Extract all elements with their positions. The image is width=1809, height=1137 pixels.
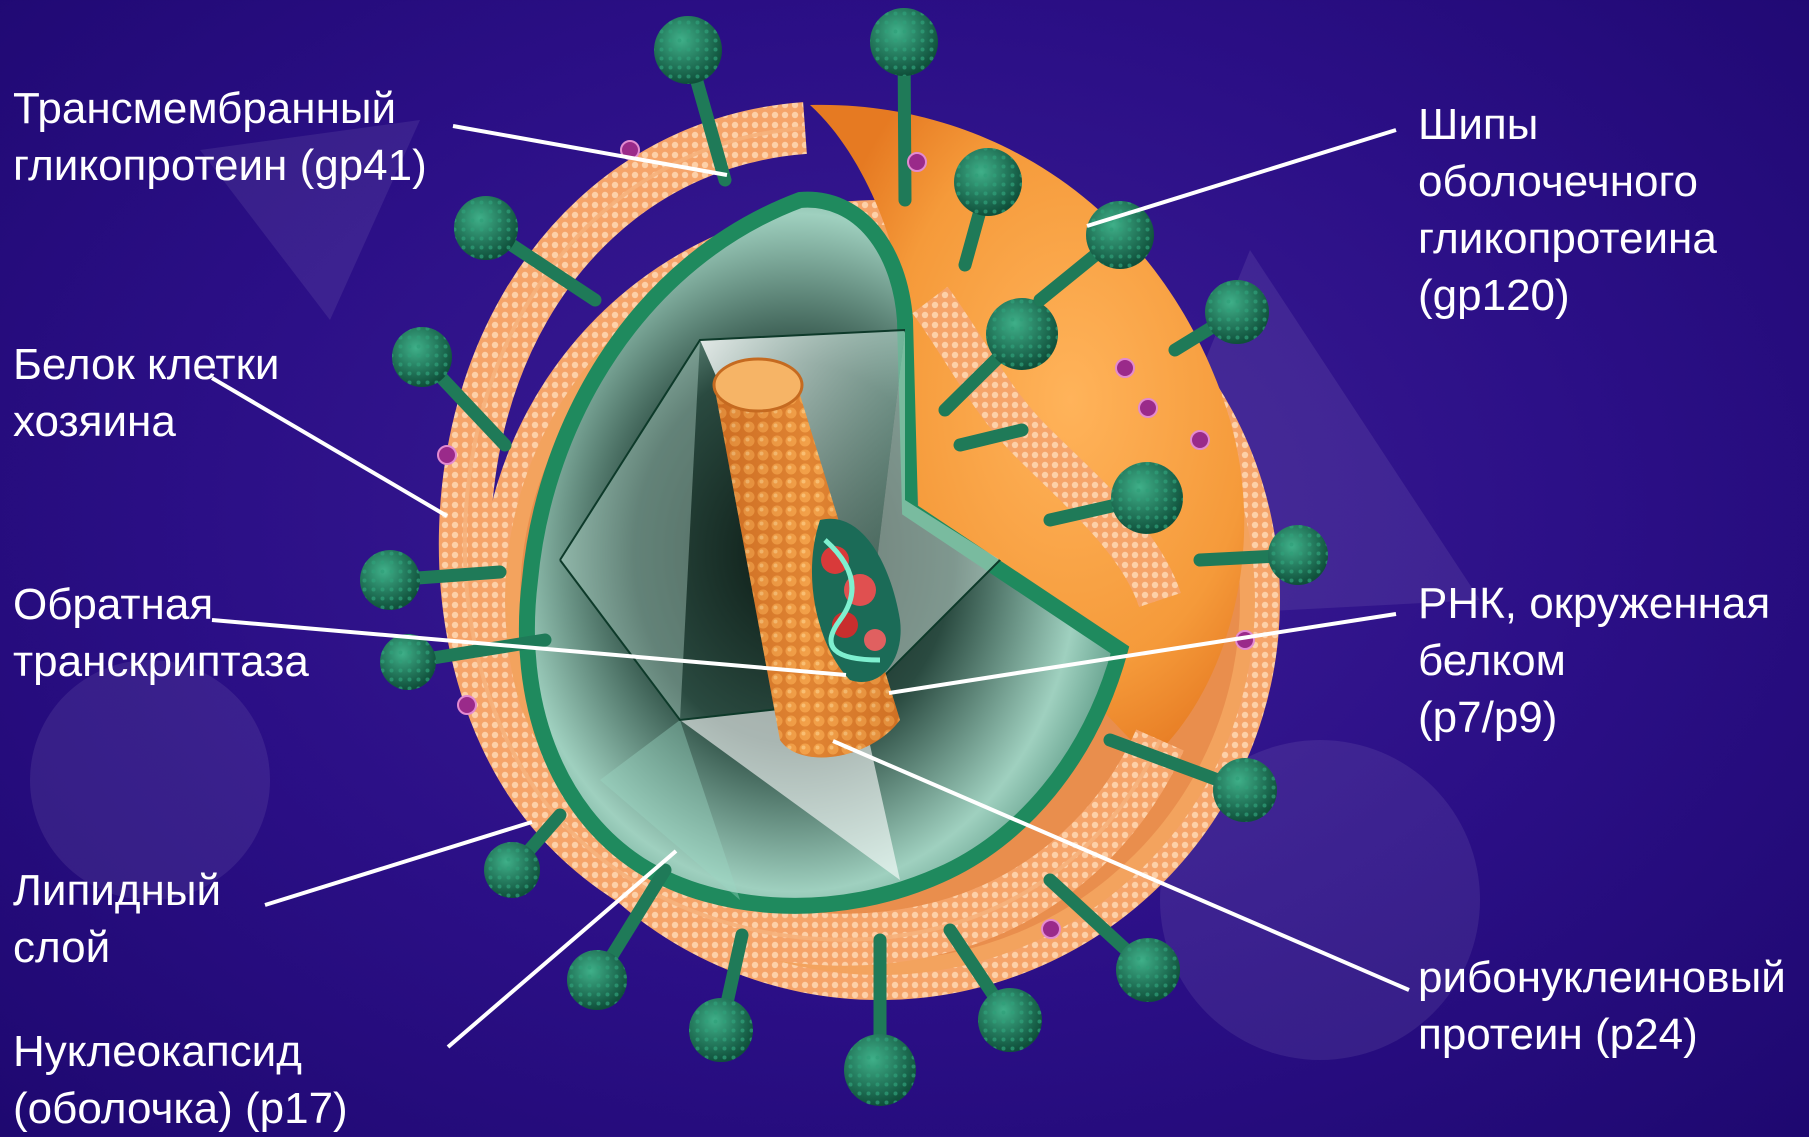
host-protein-marker xyxy=(908,153,926,171)
spike-head-texture xyxy=(654,16,722,84)
spike-head-texture xyxy=(1213,758,1277,822)
spike-head-texture xyxy=(844,1034,916,1106)
label-line: (gp120) xyxy=(1418,267,1717,324)
spike-head-texture xyxy=(954,148,1022,216)
spike-head-texture xyxy=(1086,201,1154,269)
label-envelope-spikes: Шипы оболочечного гликопротеина (gp120) xyxy=(1418,96,1717,324)
label-line: транскриптаза xyxy=(13,633,309,690)
label-rna: РНК, окруженная белком (p7/p9) xyxy=(1418,575,1770,746)
spike-head-texture xyxy=(1116,938,1180,1002)
spike-head-texture xyxy=(978,988,1042,1052)
host-protein-marker xyxy=(1139,399,1157,417)
host-protein-marker xyxy=(1042,920,1060,938)
spike-head-texture xyxy=(360,550,420,610)
label-line: рибонуклеиновый xyxy=(1418,949,1786,1006)
label-line: (p7/p9) xyxy=(1418,689,1770,746)
label-line: Белок клетки xyxy=(13,336,279,393)
spike-head-texture xyxy=(392,327,452,387)
host-protein-marker xyxy=(1191,431,1209,449)
spike-head-texture xyxy=(986,298,1058,370)
label-line: гликопротеин (gp41) xyxy=(13,137,427,194)
label-reverse-transcriptase: Обратная транскриптаза xyxy=(13,576,309,690)
spike-head-texture xyxy=(1205,280,1269,344)
label-line: Обратная xyxy=(13,576,309,633)
label-host-cell-protein: Белок клетки хозяина xyxy=(13,336,279,450)
label-line: оболочечного xyxy=(1418,153,1717,210)
host-protein-marker xyxy=(438,446,456,464)
label-line: Шипы xyxy=(1418,96,1717,153)
label-line: белком xyxy=(1418,632,1770,689)
spike-head-texture xyxy=(567,950,627,1010)
spike-head-texture xyxy=(484,842,540,898)
label-lipid-layer: Липидный слой xyxy=(13,862,221,976)
spike-head-texture xyxy=(1111,462,1183,534)
spike-head-texture xyxy=(380,634,436,690)
label-line: гликопротеина xyxy=(1418,210,1717,267)
leader-nucleocapsid xyxy=(448,851,676,1047)
leader-spikes xyxy=(1087,130,1396,226)
label-line: хозяина xyxy=(13,393,279,450)
label-line: слой xyxy=(13,919,221,976)
label-line: Липидный xyxy=(13,862,221,919)
label-nucleocapsid: Нуклеокапсид (оболочка) (p17) xyxy=(13,1023,348,1137)
label-line: Нуклеокапсид xyxy=(13,1023,348,1080)
spike-head-texture xyxy=(870,8,938,76)
label-line: РНК, окруженная xyxy=(1418,575,1770,632)
spike-head-texture xyxy=(454,196,518,260)
spike-head-texture xyxy=(689,998,753,1062)
label-line: Трансмембранный xyxy=(13,80,427,137)
spike-head-texture xyxy=(1268,525,1328,585)
label-line: (оболочка) (p17) xyxy=(13,1080,348,1137)
host-protein-marker xyxy=(1116,359,1134,377)
label-transmembrane-glycoprotein: Трансмембранный гликопротеин (gp41) xyxy=(13,80,427,194)
label-ribonucleoprotein: рибонуклеиновый протеин (p24) xyxy=(1418,949,1786,1063)
label-line: протеин (p24) xyxy=(1418,1006,1786,1063)
host-protein-marker xyxy=(458,696,476,714)
